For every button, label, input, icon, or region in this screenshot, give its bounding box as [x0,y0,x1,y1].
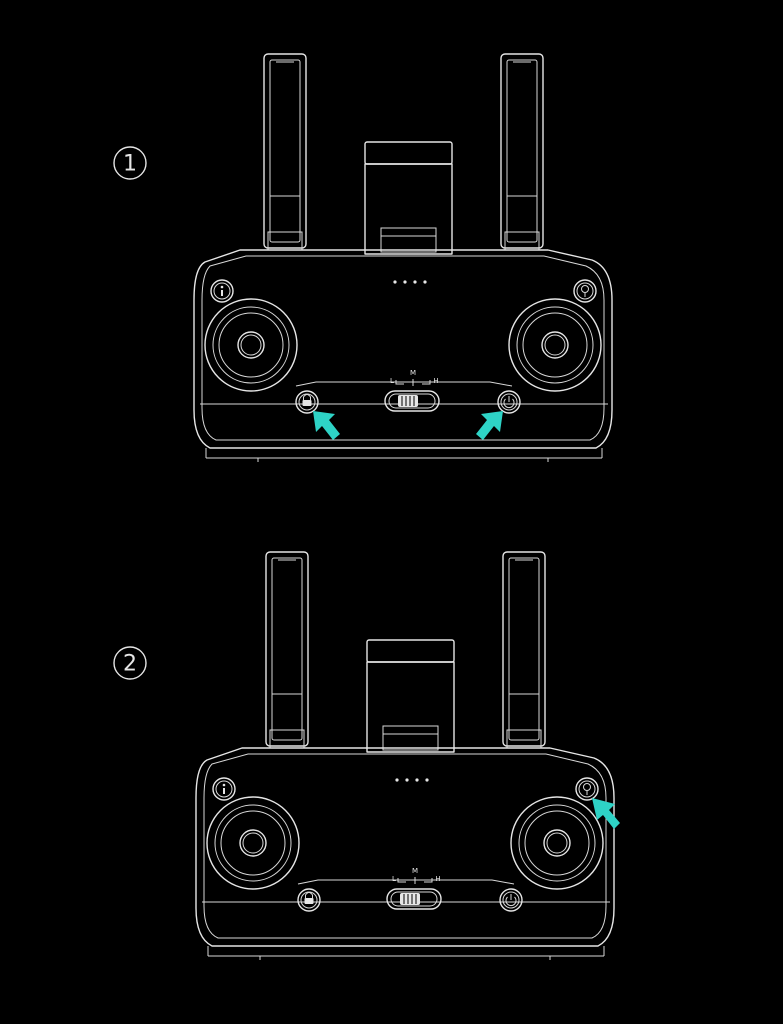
step-1-switch-label-left: L [390,377,394,385]
step-1-number: 1 [123,152,137,177]
step-1-arrow-power [476,411,503,440]
step-1-badge [113,146,147,180]
step-2-number: 2 [123,652,137,677]
step-1: 1 L M H [113,53,613,463]
step-2: 2 L M H [113,551,620,961]
step-1-switch-label-right: H [433,377,438,385]
step-2-switch-label-middle: M [412,867,418,875]
step-1-switch-label-middle: M [410,369,416,377]
step-1-arrow-lock [313,411,340,440]
step-2-badge [113,646,147,680]
step-2-arrow-photo [592,798,620,829]
step-2-switch-label-left: L [392,875,396,883]
step-2-switch-label-right: H [435,875,440,883]
